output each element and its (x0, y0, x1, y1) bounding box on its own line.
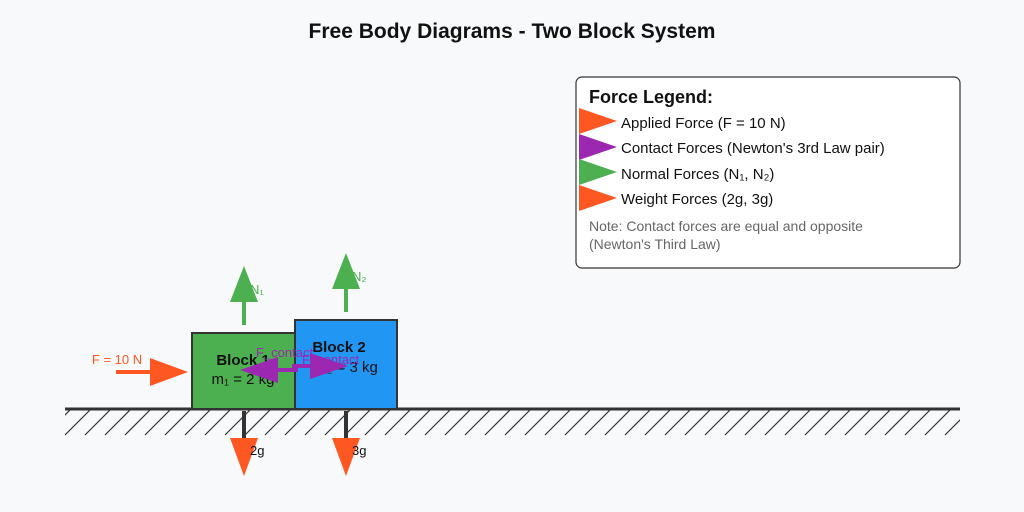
ground-hatch-line (304, 410, 331, 436)
ground-hatch-line (884, 410, 911, 436)
ground-hatch-line (65, 410, 71, 416)
ground-hatch-line (804, 410, 831, 436)
ground-hatch-line (504, 410, 531, 436)
ground-hatch-line (65, 410, 91, 436)
ground-hatch-line (204, 410, 231, 436)
ground-hatch-line (644, 410, 671, 436)
ground-hatch-line (724, 410, 751, 436)
ground (65, 407, 990, 436)
contact-force-arrow-icon (579, 134, 617, 160)
contact-force-label-1: F_contact (256, 345, 313, 360)
legend-item-weight: Weight Forces (2g, 3g) (621, 191, 773, 208)
normal-force-arrow-icon (579, 159, 617, 185)
ground-hatch-line (604, 410, 631, 436)
ground-hatch-line (264, 410, 291, 436)
ground-hatch-line (864, 410, 891, 436)
ground-hatch-line (564, 410, 591, 436)
ground-hatch-line (404, 410, 431, 436)
ground-hatch-line (184, 410, 211, 436)
normal-force-1-label: N₁ (250, 282, 264, 297)
ground-hatch-line (104, 410, 131, 436)
ground-hatch-line (664, 410, 691, 436)
ground-hatch-line (284, 410, 311, 436)
applied-force-arrow-icon (579, 108, 617, 134)
contact-force-label-2: F_contact (302, 352, 359, 367)
applied-force-label: F = 10 N (92, 352, 142, 367)
ground-hatch-line (244, 410, 271, 436)
ground-hatch-line (784, 410, 811, 436)
contact-force-right-arrow (292, 353, 348, 379)
legend-note-line-1: Note: Contact forces are equal and oppos… (589, 218, 863, 234)
legend-box (575, 76, 961, 269)
ground-hatch-line (624, 410, 651, 436)
ground-hatch-line (484, 410, 511, 436)
force-legend: Force Legend: Applied Force (F = 10 N) C… (575, 76, 961, 269)
normal-force-2-arrow (332, 253, 360, 312)
ground-hatch-line (124, 410, 151, 436)
weight-force-1-label: 2g (250, 443, 264, 458)
ground-hatch-line (944, 419, 960, 436)
ground-hatch-line (364, 410, 391, 436)
legend-item-applied: Applied Force (F = 10 N) (621, 115, 786, 132)
normal-force-2-label: N₂ (352, 269, 366, 284)
ground-hatch-line (224, 410, 251, 436)
legend-item-contact: Contact Forces (Newton's 3rd Law pair) (621, 140, 885, 157)
ground-hatch-line (444, 410, 471, 436)
ground-hatch-line (384, 410, 411, 436)
ground-hatch-line (904, 410, 931, 436)
contact-force-left-arrow (240, 357, 298, 383)
weight-force-1-arrow (230, 411, 258, 476)
legend-title: Force Legend: (589, 87, 713, 107)
ground-hatch-line (344, 410, 371, 436)
ground-hatch-line (965, 410, 990, 435)
ground-hatch-line (924, 410, 951, 436)
ground-hatch-line (424, 410, 451, 436)
weight-force-2-arrow (332, 411, 360, 476)
legend-item-normal: Normal Forces (N₁, N₂) (621, 166, 774, 183)
ground-hatch-line (704, 410, 731, 436)
ground-hatch-line (524, 410, 551, 436)
ground-hatch-line (844, 410, 871, 436)
applied-force-arrow (116, 358, 188, 386)
ground-hatch-line (84, 410, 111, 436)
ground-hatch-line (684, 410, 711, 436)
ground-hatch-line (584, 410, 611, 436)
normal-force-1-arrow (230, 266, 258, 325)
weight-force-2-label: 3g (352, 443, 366, 458)
ground-hatch-line (824, 410, 851, 436)
ground-hatch-line (164, 410, 191, 436)
ground-hatch-line (144, 410, 171, 436)
ground-hatch-line (544, 410, 571, 436)
diagram-title: Free Body Diagrams - Two Block System (309, 20, 716, 43)
block-2-name: Block 2 (312, 339, 365, 356)
ground-hatch-line (464, 410, 491, 436)
ground-hatch-line (744, 410, 771, 436)
ground-hatch-line (764, 410, 791, 436)
weight-force-arrow-icon (579, 185, 617, 211)
legend-note-line-2: (Newton's Third Law) (589, 236, 721, 252)
